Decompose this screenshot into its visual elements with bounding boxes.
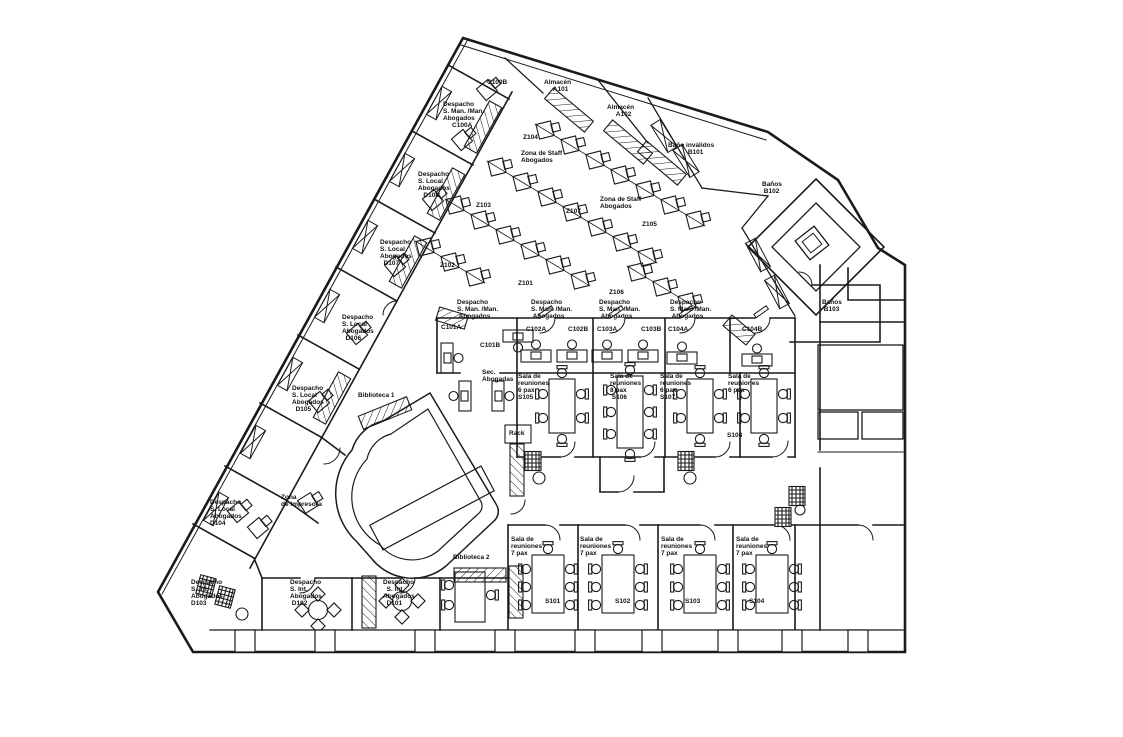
label-s103: Sala de reuniones 7 pax bbox=[661, 536, 693, 557]
label-banos-b103: Baños B103 bbox=[822, 299, 842, 313]
label-z104: Z104 bbox=[523, 134, 538, 141]
doors-layer bbox=[299, 271, 874, 594]
label-z102: Z102 bbox=[440, 262, 455, 269]
label-c100a: Despacho S. Man. /Man. Abogados C100A bbox=[443, 101, 485, 129]
label-d104: Despacho S. Local Abogados D104 bbox=[210, 499, 242, 527]
label-d107: Despacho S. Local Abogados D107 bbox=[380, 239, 412, 267]
label-s103-code: S103 bbox=[685, 598, 701, 605]
label-s108: Sala de reuniones 6 pax bbox=[728, 373, 760, 394]
label-s104-code: S104 bbox=[749, 598, 765, 605]
label-c103b: C103B bbox=[641, 326, 662, 333]
label-almacen-a101: Almacén A101 bbox=[544, 79, 572, 93]
service-core bbox=[746, 177, 886, 317]
label-c101a: C101A bbox=[441, 324, 462, 331]
label-biblioteca-1: Biblioteca 1 bbox=[358, 392, 395, 399]
label-s102: Sala de reuniones 7 pax bbox=[580, 536, 612, 557]
label-z106: Z106 bbox=[609, 289, 624, 296]
label-s101-code: S101 bbox=[545, 598, 561, 605]
label-s102-code: S102 bbox=[615, 598, 631, 605]
equipment-symbols bbox=[195, 424, 806, 621]
outer-walls bbox=[156, 36, 907, 654]
rack-box bbox=[504, 424, 532, 444]
label-s106: Sala de reuniones 8 pax S106 bbox=[610, 373, 642, 401]
label-d102: Despacho S. Int. Abogados D102 bbox=[290, 579, 322, 607]
bottom-wall-piers bbox=[234, 629, 869, 653]
label-c104a: C104A bbox=[668, 326, 689, 333]
label-header-c101: Despacho S. Man. /Man. Abogados bbox=[457, 299, 499, 320]
label-d106: Despacho S. Local Abogados D106 bbox=[342, 314, 374, 342]
label-banos-b102: Baños B102 bbox=[762, 181, 782, 195]
label-c102a: C102A bbox=[526, 326, 547, 333]
biblioteca1-curved-walls bbox=[335, 391, 500, 580]
label-zona-impresora: Zona de Impresora bbox=[281, 494, 322, 508]
label-header-c103: Despacho S. Man. /Man. Abogados bbox=[599, 299, 641, 320]
staff-desk-rows bbox=[414, 118, 713, 312]
label-c101b: C101B bbox=[480, 342, 501, 349]
label-c102b: C102B bbox=[568, 326, 589, 333]
label-z105: Z105 bbox=[642, 221, 657, 228]
label-s108-code: S108 bbox=[727, 432, 743, 439]
label-rack: Rack bbox=[509, 430, 525, 437]
label-c103a: C103A bbox=[597, 326, 618, 333]
label-zona-staff-1: Zona de Staff Abogados bbox=[521, 150, 563, 164]
label-header-c102: Despacho S. Man. /Man. Abogados bbox=[531, 299, 573, 320]
label-c100b: C100B bbox=[487, 79, 508, 86]
label-s107: Sala de reuniones 6 pax S107 bbox=[660, 373, 692, 401]
label-zona-staff-2: Zona de Staff Abogados bbox=[600, 196, 642, 210]
label-c104b: C104B bbox=[742, 326, 763, 333]
label-s105: Sala de reuniones 6 pax S105 bbox=[518, 373, 550, 401]
label-d108: Despacho S. Local Abogados D108 bbox=[418, 171, 450, 199]
label-s101: Sala de reuniones 7 pax bbox=[511, 536, 543, 557]
label-z103: Z103 bbox=[476, 202, 491, 209]
label-d101: Despacho S. Int. Abogados D101 bbox=[383, 579, 415, 607]
label-d103: Despacho S. Int. Abogados D103 bbox=[191, 579, 223, 607]
label-almacen-a102: Almacén A102 bbox=[607, 104, 635, 118]
label-bano-invalidos-b101: Baño inválidos B101 bbox=[668, 142, 715, 156]
label-s104: Sala de reuniones 7 pax bbox=[736, 536, 768, 557]
label-d105: Despacho S. Local Abogados D105 bbox=[292, 385, 324, 413]
label-sec-abogadas: Sec. Abogadas bbox=[482, 369, 514, 383]
label-biblioteca-2: Biblioteca 2 bbox=[453, 554, 490, 561]
label-z107: Z107 bbox=[566, 208, 581, 215]
interior-walls bbox=[191, 57, 904, 631]
label-header-c104: Despacho S. Man. /Man. Abogados bbox=[670, 299, 712, 320]
label-z101: Z101 bbox=[518, 280, 533, 287]
